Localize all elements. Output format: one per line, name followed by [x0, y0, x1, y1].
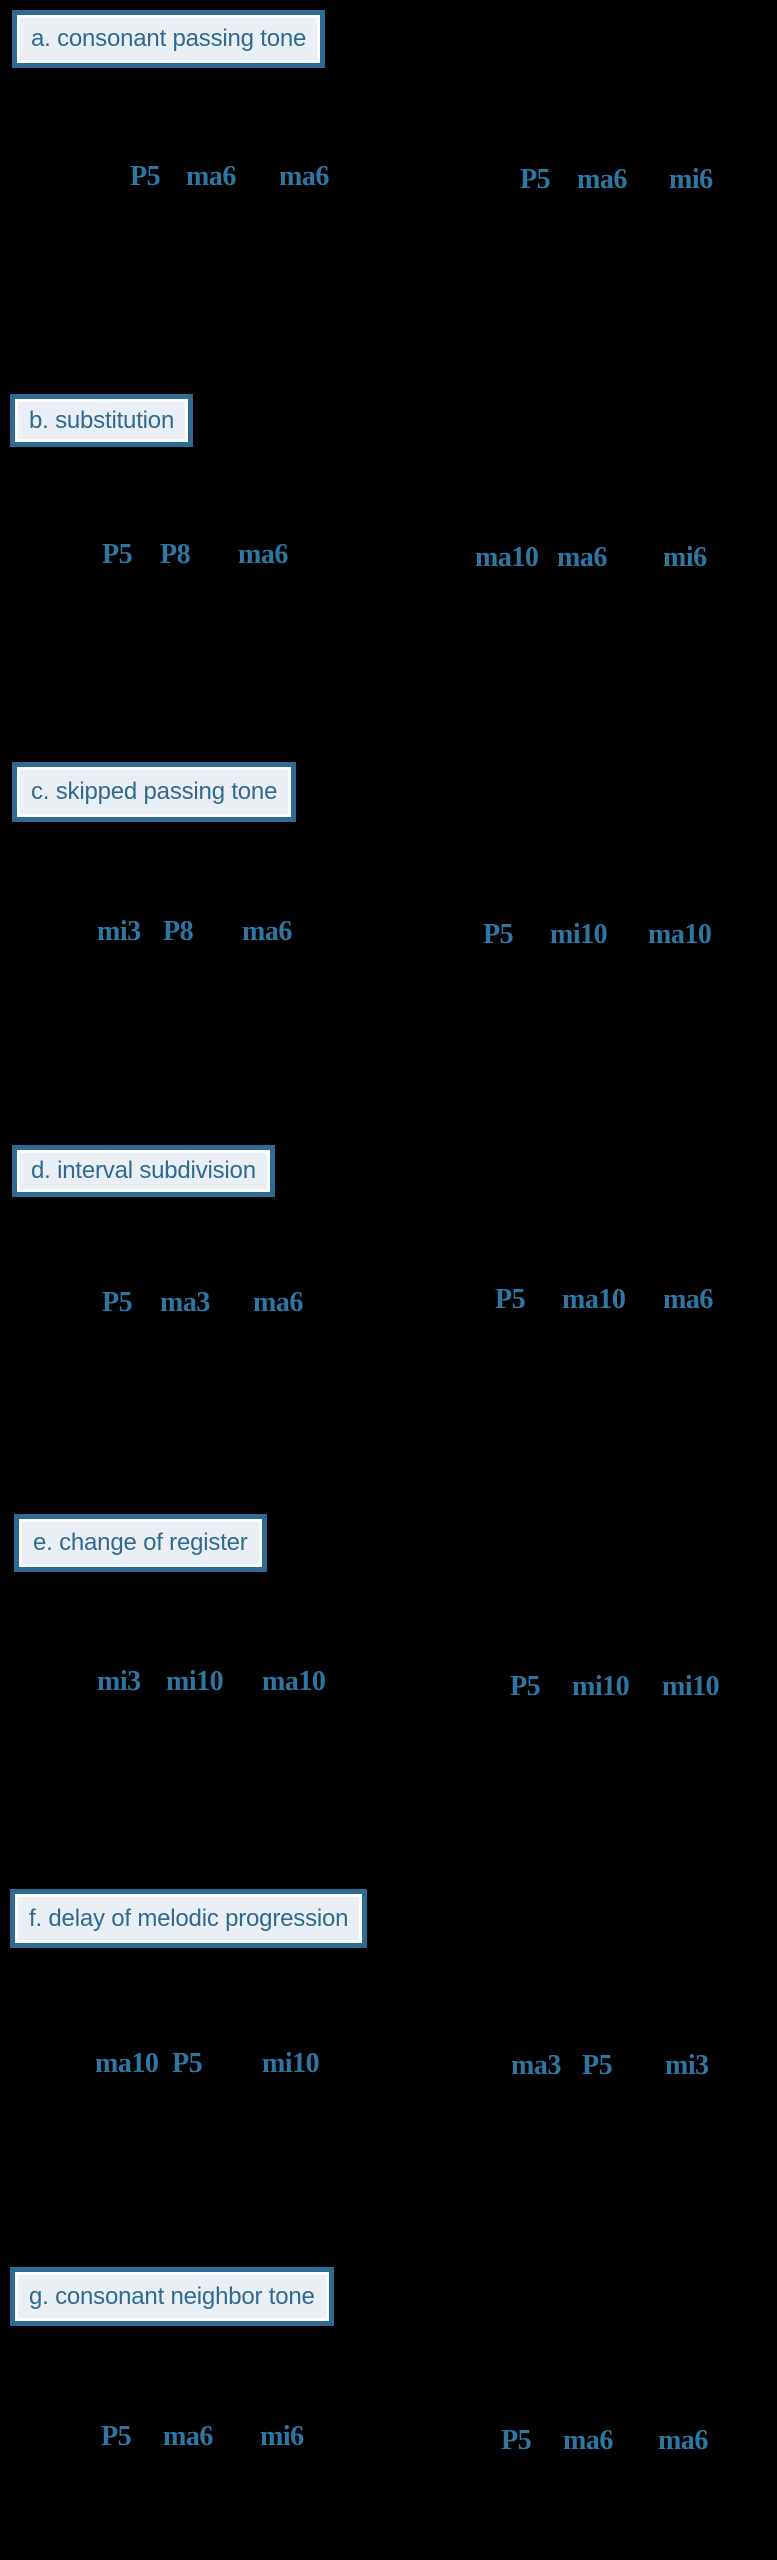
example-label-box: b. substitution: [10, 394, 194, 447]
interval-label: P5: [520, 164, 551, 195]
example-label-box: f. delay of melodic progression: [10, 1889, 368, 1948]
interval-label: mi10: [572, 1671, 630, 1702]
interval-label: P8: [160, 539, 191, 570]
interval-label: P5: [172, 2048, 203, 2079]
interval-label: ma6: [663, 1284, 713, 1315]
interval-label: ma10: [262, 1666, 326, 1697]
interval-label: ma10: [562, 1284, 626, 1315]
interval-label: mi6: [663, 542, 707, 573]
example-label-box: a. consonant passing tone: [12, 10, 326, 68]
example-label: b. substitution: [29, 406, 175, 434]
interval-label: ma6: [242, 916, 292, 947]
interval-label: P5: [101, 2421, 132, 2452]
example-label: e. change of register: [33, 1529, 248, 1556]
example-label: d. interval subdivision: [31, 1157, 256, 1184]
interval-label: ma6: [238, 539, 288, 570]
interval-label: mi10: [662, 1671, 720, 1702]
interval-label: ma10: [475, 542, 539, 573]
interval-label: P5: [102, 1287, 133, 1318]
interval-label: ma6: [279, 161, 329, 192]
interval-label: mi10: [262, 2048, 320, 2079]
interval-label: P5: [130, 161, 161, 192]
interval-label: P8: [163, 916, 194, 947]
interval-label: ma6: [563, 2425, 613, 2456]
interval-label: ma3: [160, 1287, 210, 1318]
example-label-box: e. change of register: [14, 1514, 267, 1572]
example-label-box: d. interval subdivision: [12, 1145, 275, 1197]
interval-label: mi3: [97, 1666, 141, 1697]
example-label: f. delay of melodic progression: [29, 1904, 349, 1932]
interval-label: P5: [483, 919, 514, 950]
interval-label: ma6: [557, 542, 607, 573]
interval-label: ma10: [648, 919, 712, 950]
interval-label: ma3: [511, 2050, 561, 2081]
interval-label: ma6: [186, 161, 236, 192]
interval-label: P5: [510, 1671, 541, 1702]
interval-label: ma6: [253, 1287, 303, 1318]
interval-label: mi6: [260, 2421, 304, 2452]
interval-label: P5: [495, 1284, 526, 1315]
interval-label: P5: [102, 539, 133, 570]
example-label: c. skipped passing tone: [31, 778, 278, 805]
interval-label: ma6: [577, 164, 627, 195]
example-label: a. consonant passing tone: [31, 25, 307, 52]
interval-label: ma6: [163, 2421, 213, 2452]
interval-label: ma10: [95, 2048, 159, 2079]
interval-label: ma6: [658, 2425, 708, 2456]
interval-label: mi3: [665, 2050, 709, 2081]
interval-label: P5: [501, 2425, 532, 2456]
interval-label: mi3: [97, 916, 141, 947]
interval-label: P5: [582, 2050, 613, 2081]
interval-label: mi10: [166, 1666, 224, 1697]
interval-label: mi10: [550, 919, 608, 950]
interval-label: mi6: [669, 164, 713, 195]
example-label-box: g. consonant neighbor tone: [10, 2267, 334, 2326]
example-label: g. consonant neighbor tone: [29, 2282, 315, 2310]
example-label-box: c. skipped passing tone: [12, 762, 297, 822]
